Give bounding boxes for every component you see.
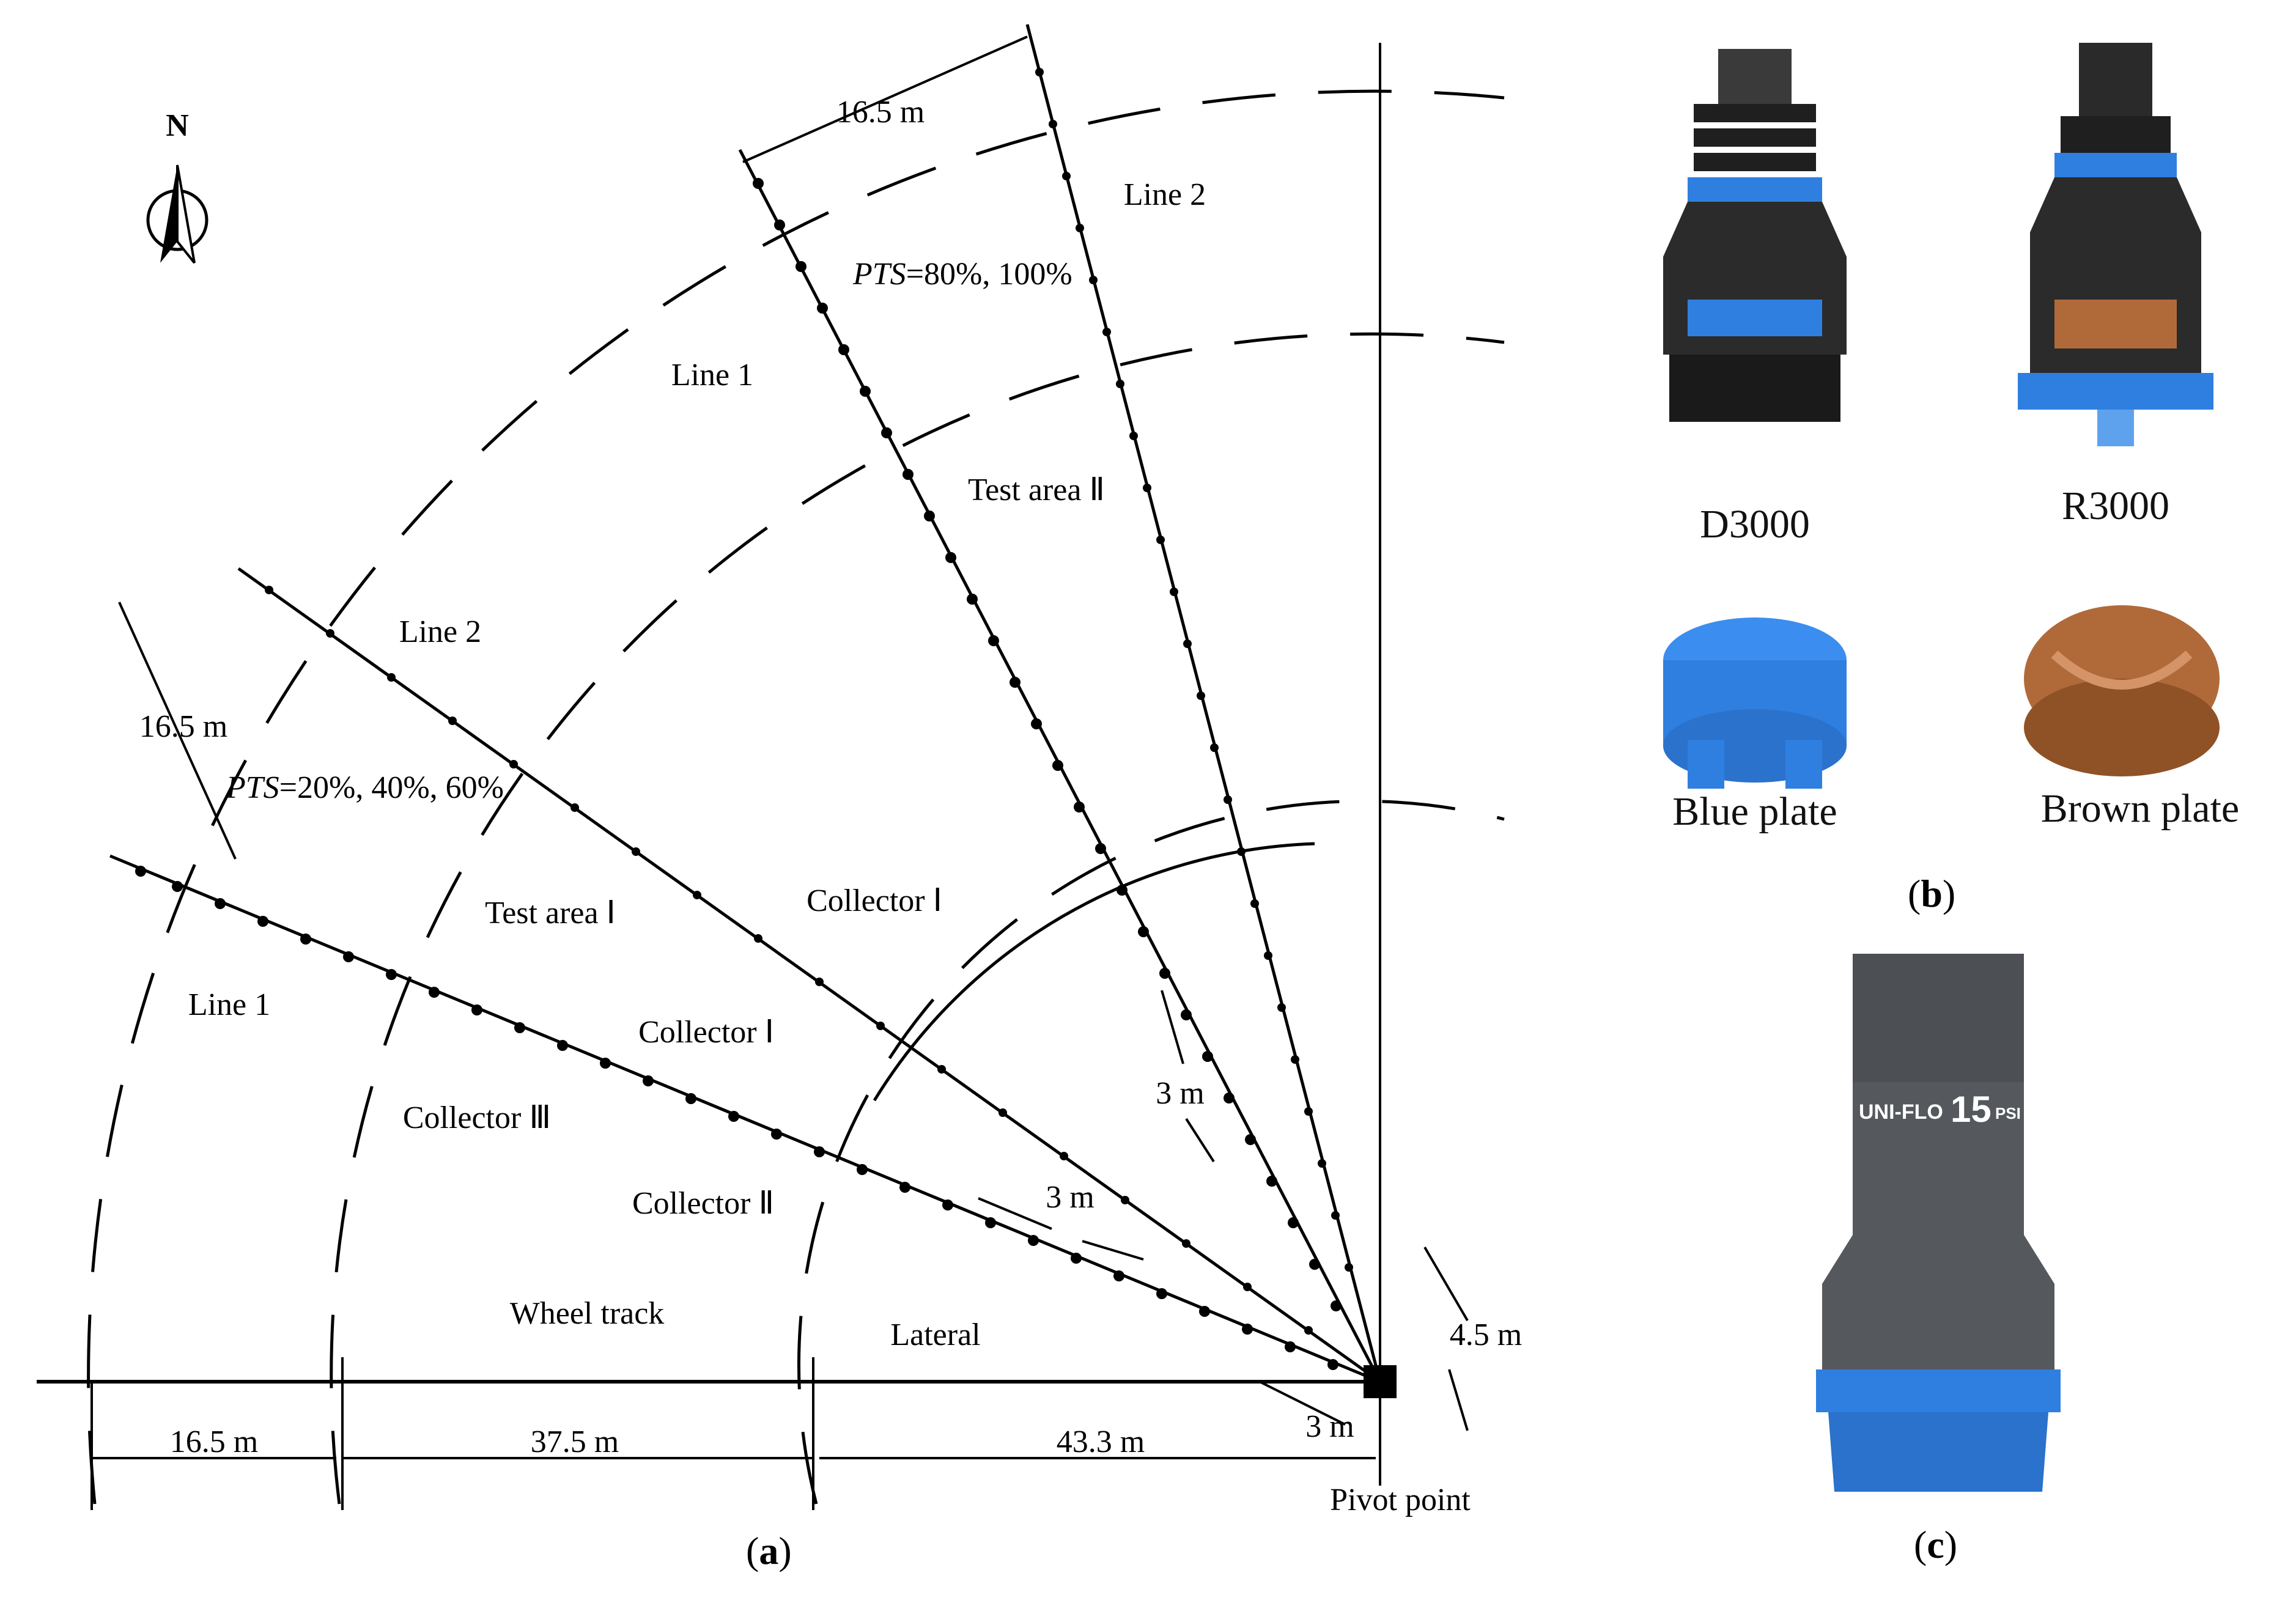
wheel-track-arcs (87, 89, 1505, 1505)
test-area-1-label: Test area Ⅰ (485, 896, 616, 930)
collectors-line2-lower (265, 586, 1313, 1335)
line2-upper-label: Line 2 (1124, 177, 1206, 212)
radial-top-distance: 16.5 m (836, 95, 925, 130)
brown-plate-image (2024, 605, 2220, 776)
blue-plate-label: Blue plate (1672, 789, 1837, 834)
regulator-pressure-text: 15 (1951, 1089, 1991, 1130)
nozzle-photos-panel: D3000 R3000 Blue plate Brown plate (b) (1614, 24, 2296, 942)
test-area-1-lines (109, 567, 1381, 1384)
pivot-point-label: Pivot point (1330, 1483, 1471, 1517)
line2-lower-label: Line 2 (399, 614, 481, 649)
pressure-regulator-image: UNI-FLO 15 PSI (1816, 954, 2061, 1492)
pressure-regulator-panel: UNI-FLO 15 PSI (c) (1785, 942, 2226, 1590)
collector-1-lower-label: Collector Ⅰ (638, 1015, 774, 1050)
pts-lower-label: PTS=20%, 40%, 60% (226, 770, 504, 805)
panel-c-caption: (c) (1914, 1523, 1958, 1566)
collector-1-upper-label: Collector Ⅰ (807, 883, 942, 918)
collector-3-label: Collector Ⅲ (403, 1100, 551, 1135)
line1-upper-label: Line 1 (671, 358, 753, 392)
collectors-line1-lower (135, 866, 1338, 1370)
d3000-nozzle-image (1663, 49, 1847, 422)
collector-2-label: Collector Ⅱ (632, 1186, 774, 1221)
brown-plate-label: Brown plate (2040, 786, 2240, 831)
collectors-line2-upper (1035, 68, 1353, 1272)
test-area-2-label: Test area Ⅱ (968, 473, 1105, 507)
offset-pivot-label: 3 m (1305, 1409, 1354, 1444)
collectors-line1-upper (753, 178, 1342, 1311)
offset-right-label: 4.5 m (1450, 1317, 1522, 1352)
line1-lower-label: Line 1 (188, 987, 270, 1022)
r3000-nozzle-image (2018, 43, 2213, 446)
panel-a-caption: (a) (746, 1529, 792, 1572)
dimension-arrows (90, 35, 1469, 1510)
spacing-line1-label: 3 m (1046, 1180, 1094, 1215)
regulator-brand-text: UNI-FLO (1859, 1100, 1943, 1124)
d3000-label: D3000 (1700, 502, 1810, 547)
panel-b-caption: (b) (1908, 872, 1956, 915)
radial-left-distance: 16.5 m (139, 709, 227, 744)
wheel-track-arc-segments (873, 842, 1315, 1102)
layout-svg: N (37, 24, 1522, 1517)
bottom-distance-2: 37.5 m (531, 1424, 619, 1459)
r3000-label: R3000 (2061, 484, 2170, 528)
bottom-distance-3: 43.3 m (1057, 1424, 1145, 1459)
north-label: N (166, 108, 189, 143)
blue-plate-image (1663, 617, 1847, 789)
pts-upper-label: PTS=80%, 100% (852, 257, 1072, 292)
wheel-track-label: Wheel track (510, 1296, 665, 1331)
regulator-unit-text: PSI (1995, 1104, 2021, 1122)
field-layout-diagram: N (37, 24, 1522, 1572)
test-area-2-lines (738, 24, 1382, 1383)
lateral-label: Lateral (890, 1317, 980, 1352)
north-arrow-icon (146, 164, 209, 264)
spacing-line2-label: 3 m (1156, 1076, 1204, 1111)
bottom-distance-1: 16.5 m (170, 1424, 258, 1459)
